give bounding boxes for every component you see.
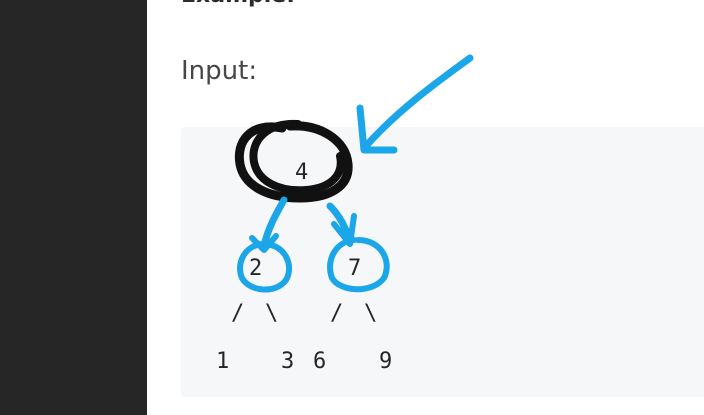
tree-leaf-6: 6	[313, 349, 327, 374]
left-sidebar-dark	[0, 0, 147, 415]
tree-leaf-3: 3	[281, 349, 295, 374]
tree-leaf-9: 9	[379, 349, 393, 374]
tree-leaf-1: 1	[216, 349, 230, 374]
tree-node-root: 4	[295, 160, 309, 185]
problem-description-panel: Example: Input: 4 2 7 / \ / \ 1 3 6 9	[147, 0, 704, 415]
tree-branch-right-b: \	[364, 301, 378, 326]
tree-branch-left-a: /	[231, 301, 245, 326]
tree-branch-right-a: /	[330, 301, 344, 326]
tree-branch-left-b: \	[265, 301, 279, 326]
tree-node-right: 7	[348, 256, 362, 281]
example-heading: Example:	[181, 0, 295, 8]
tree-node-left: 2	[249, 256, 263, 281]
input-code-block: 4 2 7 / \ / \ 1 3 6 9	[181, 127, 704, 397]
input-label: Input:	[181, 56, 258, 86]
